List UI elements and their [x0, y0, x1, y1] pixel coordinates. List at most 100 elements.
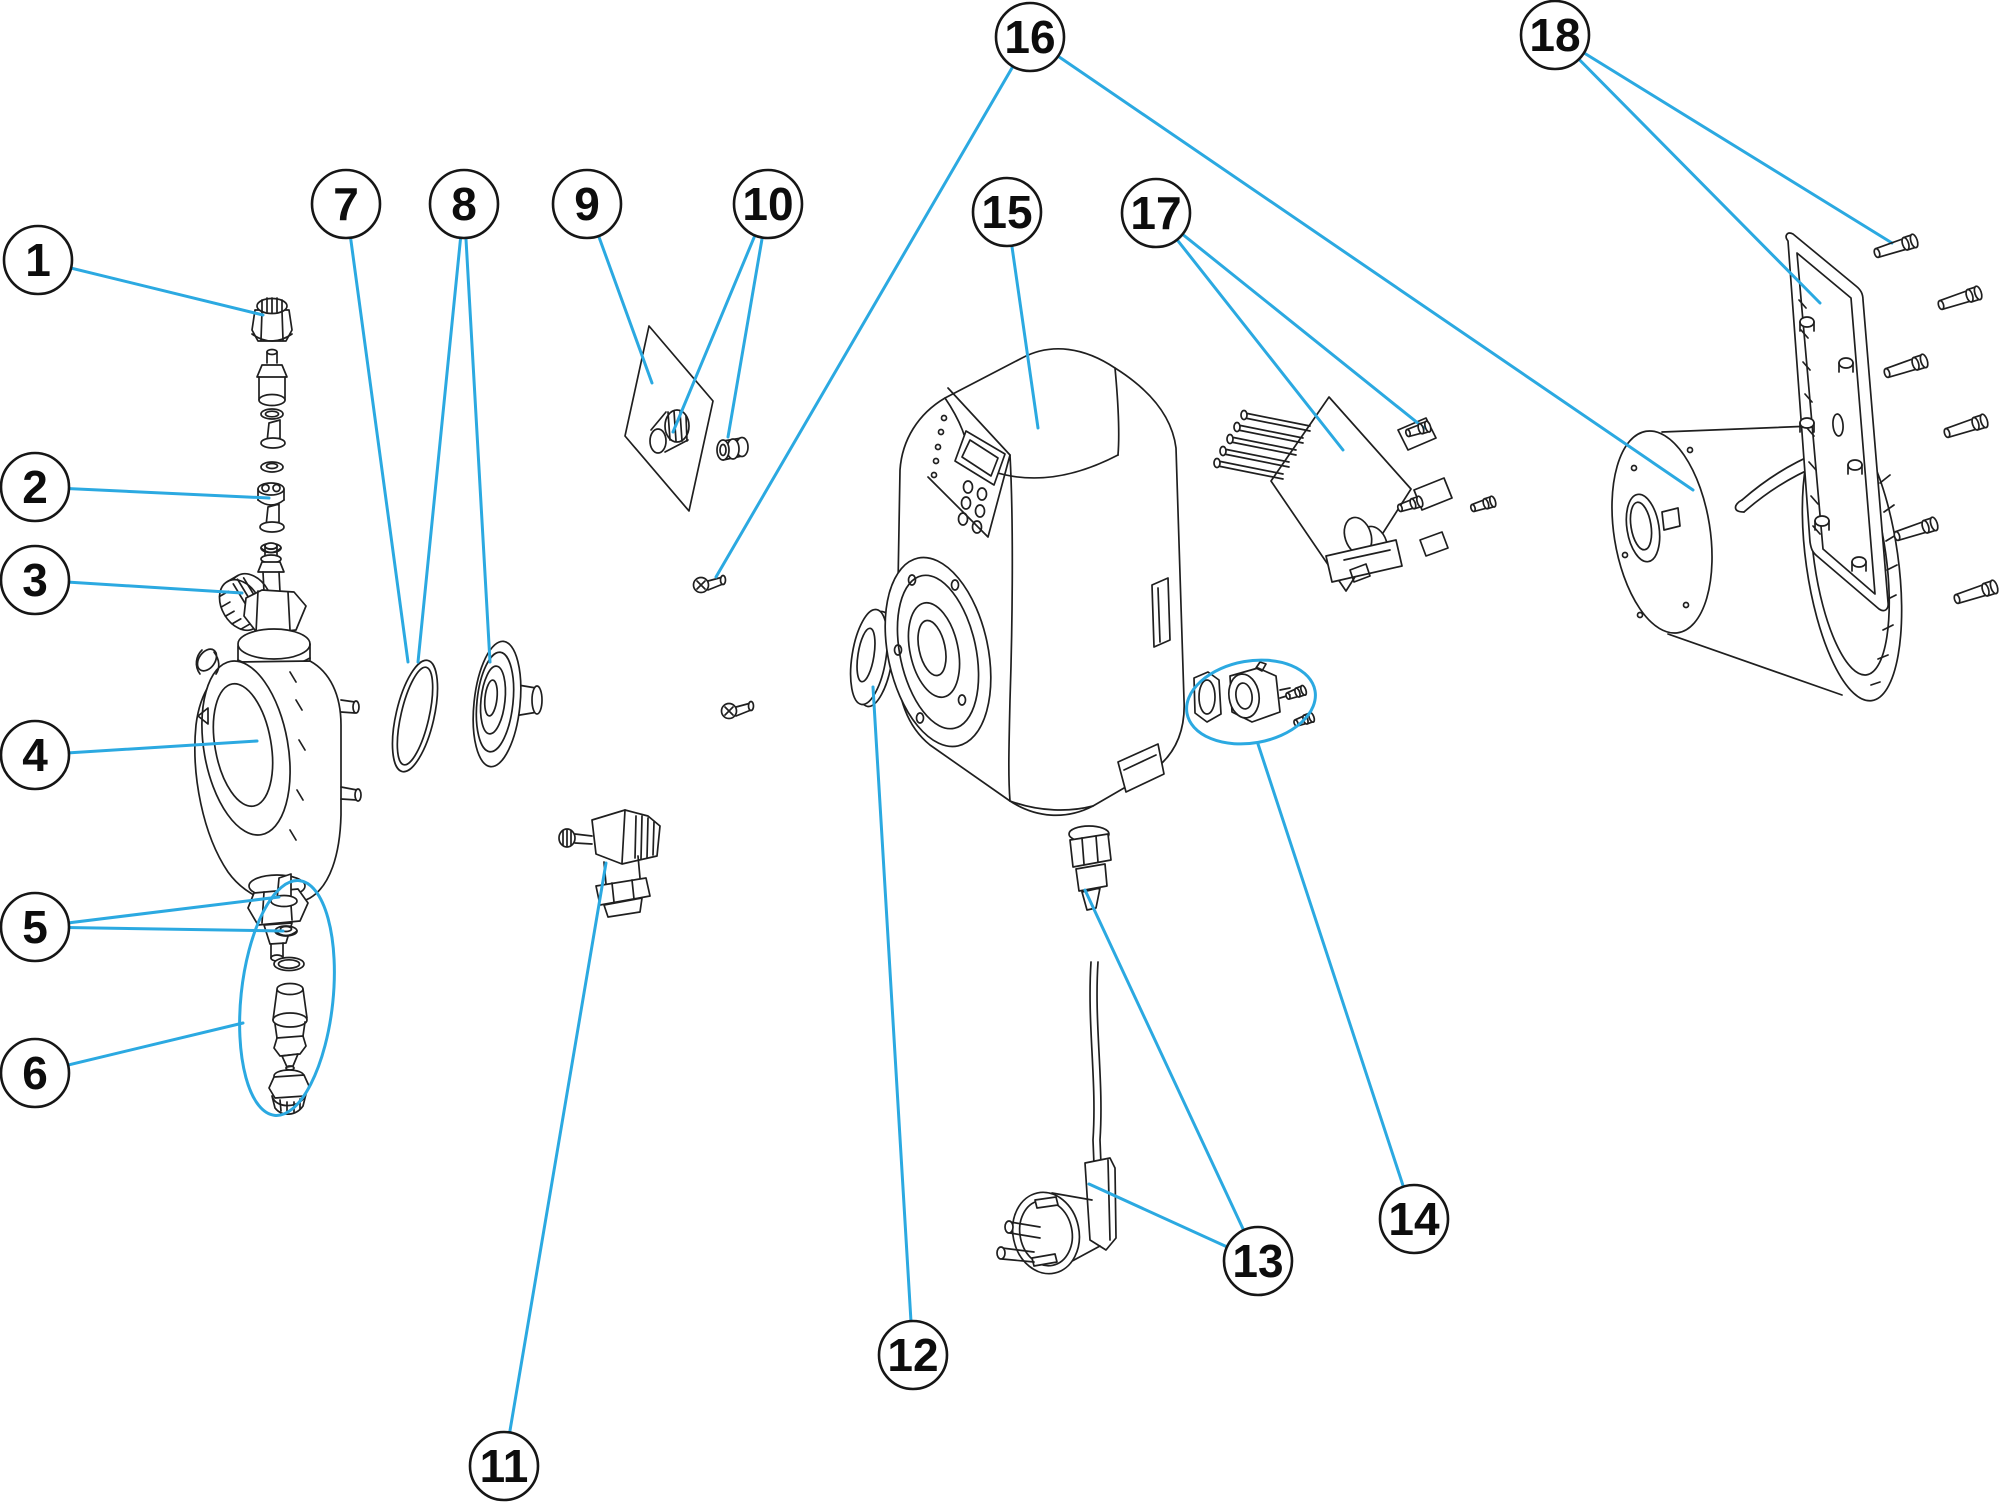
leader-layer	[33, 33, 1894, 1468]
leader-line-2-1	[33, 485, 271, 500]
callout-number-4: 4	[22, 729, 48, 781]
screw-layer	[1285, 233, 1999, 727]
callout-8: 8	[428, 168, 500, 240]
callout-5: 5	[0, 891, 71, 963]
callout-circle-5	[0, 891, 71, 963]
leader-line-11-1	[502, 861, 608, 1468]
callout-number-1: 1	[25, 234, 51, 286]
screw-icon	[1396, 495, 1424, 513]
part-4-pump-head-icon	[194, 542, 362, 962]
screw-icon	[1893, 516, 1939, 542]
pcb-pins-icon	[1213, 409, 1311, 480]
screw-icon	[1873, 233, 1919, 259]
leader-line-6-1	[33, 1021, 245, 1075]
screw-icon	[1937, 285, 1983, 311]
part-9-plate-icon	[624, 325, 714, 512]
parts-art	[194, 232, 1903, 1275]
callout-circle-1	[2, 224, 74, 296]
group-ellipse-layer	[238, 658, 1317, 1117]
leader-line-10-2	[726, 202, 770, 439]
callout-number-18: 18	[1529, 9, 1580, 61]
leader-line-5-2	[33, 925, 285, 933]
callout-13: 13	[1222, 1225, 1294, 1297]
callout-number-9: 9	[574, 178, 600, 230]
callout-1: 1	[2, 224, 74, 296]
leader-line-5-1	[33, 895, 281, 929]
callout-number-16: 16	[1004, 11, 1055, 63]
callout-circle-3	[0, 544, 71, 616]
leader-line-17-1	[1154, 211, 1345, 452]
group-ellipse-1	[238, 879, 336, 1117]
leader-line-7-1	[344, 202, 410, 664]
callout-circle-10	[732, 168, 804, 240]
leader-line-8-1	[416, 202, 466, 664]
group-ellipse-2	[1185, 658, 1317, 746]
callout-number-10: 10	[742, 178, 793, 230]
leader-line-16-2	[1028, 35, 1695, 492]
callout-number-14: 14	[1388, 1193, 1440, 1245]
part-7-o-ring-icon	[391, 659, 439, 773]
part-8-diaphragm-icon	[472, 640, 543, 768]
part-1-cap-icon	[251, 297, 293, 342]
part-12-gasket-icon	[849, 608, 895, 708]
callout-circle-11	[468, 1430, 540, 1502]
callout-2: 2	[0, 451, 71, 523]
leader-line-13-2	[1083, 888, 1260, 1263]
callout-11: 11	[468, 1430, 540, 1502]
callout-number-12: 12	[887, 1329, 938, 1381]
leader-line-18-2	[1553, 33, 1822, 305]
callout-14: 14	[1378, 1183, 1450, 1255]
callout-circle-16	[994, 1, 1066, 73]
screw-icon	[1404, 420, 1432, 438]
leader-line-15-1	[1005, 210, 1040, 430]
callout-number-2: 2	[22, 461, 48, 513]
screw-icon	[1469, 495, 1497, 513]
callout-9: 9	[551, 168, 623, 240]
leader-line-8-2	[462, 202, 492, 664]
part-16-screws-icon	[692, 574, 755, 720]
callout-circle-12	[877, 1319, 949, 1391]
callout-circle-15	[971, 176, 1043, 248]
leader-line-18-1	[1553, 33, 1894, 245]
part-10-bushing-icon	[716, 436, 749, 461]
callout-circle-14	[1378, 1183, 1450, 1255]
callout-circle-7	[310, 168, 382, 240]
leader-line-16-1	[714, 35, 1032, 579]
callout-number-17: 17	[1130, 187, 1181, 239]
cover-bosses-icon	[1799, 316, 1867, 572]
callout-circle-9	[551, 168, 623, 240]
callout-circle-2	[0, 451, 71, 523]
callout-number-3: 3	[22, 554, 48, 606]
screw-icon	[1883, 353, 1929, 379]
leader-line-17-2	[1154, 211, 1426, 430]
callout-number-7: 7	[333, 178, 359, 230]
part-15-pump-housing-icon	[884, 348, 1185, 911]
part-11-elbow-connector-icon	[558, 809, 661, 918]
callout-4: 4	[0, 719, 71, 791]
callout-number-15: 15	[981, 186, 1032, 238]
callout-number-5: 5	[22, 901, 48, 953]
leader-line-12-1	[871, 685, 915, 1357]
callout-number-6: 6	[22, 1047, 48, 1099]
callout-16: 16	[994, 1, 1066, 73]
callout-10: 10	[732, 168, 804, 240]
leader-line-4-1	[33, 739, 259, 757]
callout-circle-4	[0, 719, 71, 791]
part-2-valve-stack-icon	[256, 348, 288, 554]
callout-17: 17	[1120, 177, 1192, 249]
callout-15: 15	[971, 176, 1043, 248]
leader-line-1-1	[36, 258, 265, 317]
part-17-pcb-icon	[1213, 396, 1453, 592]
callout-12: 12	[877, 1319, 949, 1391]
callout-circle-17	[1120, 177, 1192, 249]
leader-line-10-1	[671, 202, 770, 434]
callout-number-8: 8	[451, 178, 477, 230]
callout-circle-18	[1519, 0, 1591, 71]
screw-icon	[1285, 684, 1308, 700]
part-13-power-cable-plug-icon	[996, 961, 1117, 1275]
part-18-back-cover-icon	[1785, 232, 1889, 612]
callout-18: 18	[1519, 0, 1591, 71]
